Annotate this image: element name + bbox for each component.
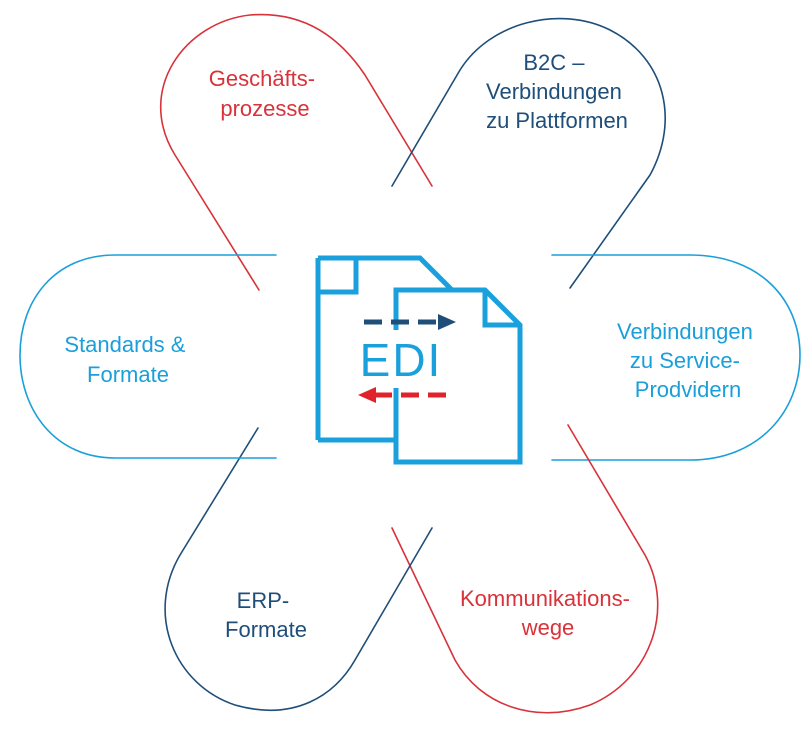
petal-outline-standards bbox=[19, 254, 277, 459]
petal-outline-erp bbox=[164, 427, 433, 711]
edi-document-icon: EDI bbox=[315, 255, 523, 465]
petal-outline-service-provider bbox=[551, 254, 801, 461]
edi-label: EDI bbox=[360, 334, 443, 386]
label-b2c: B2C – Verbindungen zu Plattformen bbox=[486, 50, 628, 133]
petal-outline-geschaeftsprozesse bbox=[159, 13, 433, 291]
label-geschaeftsprozesse: Geschäfts- prozesse bbox=[209, 66, 322, 121]
label-service-provider: Verbindungen zu Service- Prodvidern bbox=[617, 319, 759, 402]
label-erp: ERP- Formate bbox=[225, 588, 307, 642]
petal-outlines bbox=[19, 13, 801, 714]
incoming-arrow-icon bbox=[358, 387, 450, 403]
label-standards: Standards & Formate bbox=[64, 332, 191, 387]
outgoing-arrow-icon bbox=[364, 314, 456, 330]
petal-outline-kommunikationswege bbox=[391, 424, 659, 714]
label-kommunikationswege: Kommunikations- wege bbox=[460, 586, 636, 640]
petal-labels: Geschäfts- prozesse B2C – Verbindungen z… bbox=[64, 50, 759, 642]
back-document-fold-icon bbox=[318, 258, 359, 295]
petal-outline-b2c bbox=[391, 17, 666, 289]
front-document-fold-icon bbox=[482, 290, 520, 328]
